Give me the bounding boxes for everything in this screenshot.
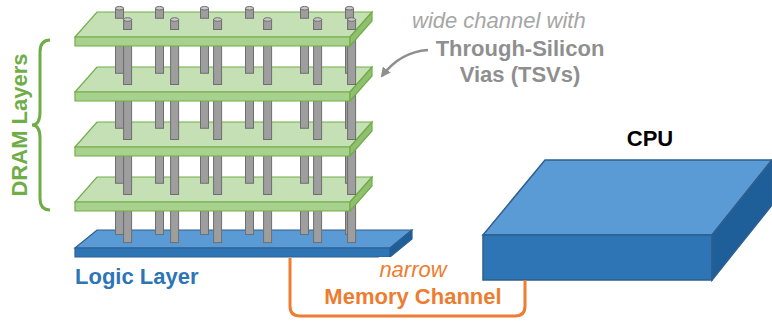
tsv-cap [264, 18, 272, 22]
tsv-cap [201, 6, 209, 10]
dram-slab-front [75, 92, 350, 101]
dram-bracket [32, 40, 50, 210]
dram-slab-front [75, 147, 350, 156]
tsv-label: Through-Silicon Vias (TSVs) [420, 36, 620, 88]
tsv-cap [314, 18, 322, 22]
layer-stack [75, 6, 412, 257]
tsv-cap [171, 18, 179, 22]
tsv-cap [156, 6, 164, 10]
cpu-slab [483, 160, 772, 280]
tsv-cap [346, 6, 354, 10]
tsv-cap [301, 6, 309, 10]
channel-note: narrow [379, 257, 446, 283]
tsv-cap [246, 6, 254, 10]
tsv-cap [124, 18, 132, 22]
dram-slab-front [75, 37, 350, 46]
cpu-node: CPU [483, 122, 772, 280]
node-label: Logic Layer [75, 264, 198, 290]
logic-slab-front [75, 248, 390, 257]
channel-label: Memory Channel [321, 284, 504, 310]
memory-channel-line [290, 258, 525, 316]
tsv-caption: wide channel with [412, 8, 586, 34]
tsv-leader [382, 50, 428, 76]
dram-slab-front [75, 202, 350, 211]
tsv-cap [116, 6, 124, 10]
logic-layer-node: Logic Layer [75, 230, 412, 258]
tsv-cap [214, 18, 222, 22]
tsv-cap [348, 18, 356, 22]
node-label: CPU [627, 126, 673, 152]
dram-layers-label: DRAM Layers [7, 53, 33, 196]
logic-slab-side [390, 230, 412, 257]
